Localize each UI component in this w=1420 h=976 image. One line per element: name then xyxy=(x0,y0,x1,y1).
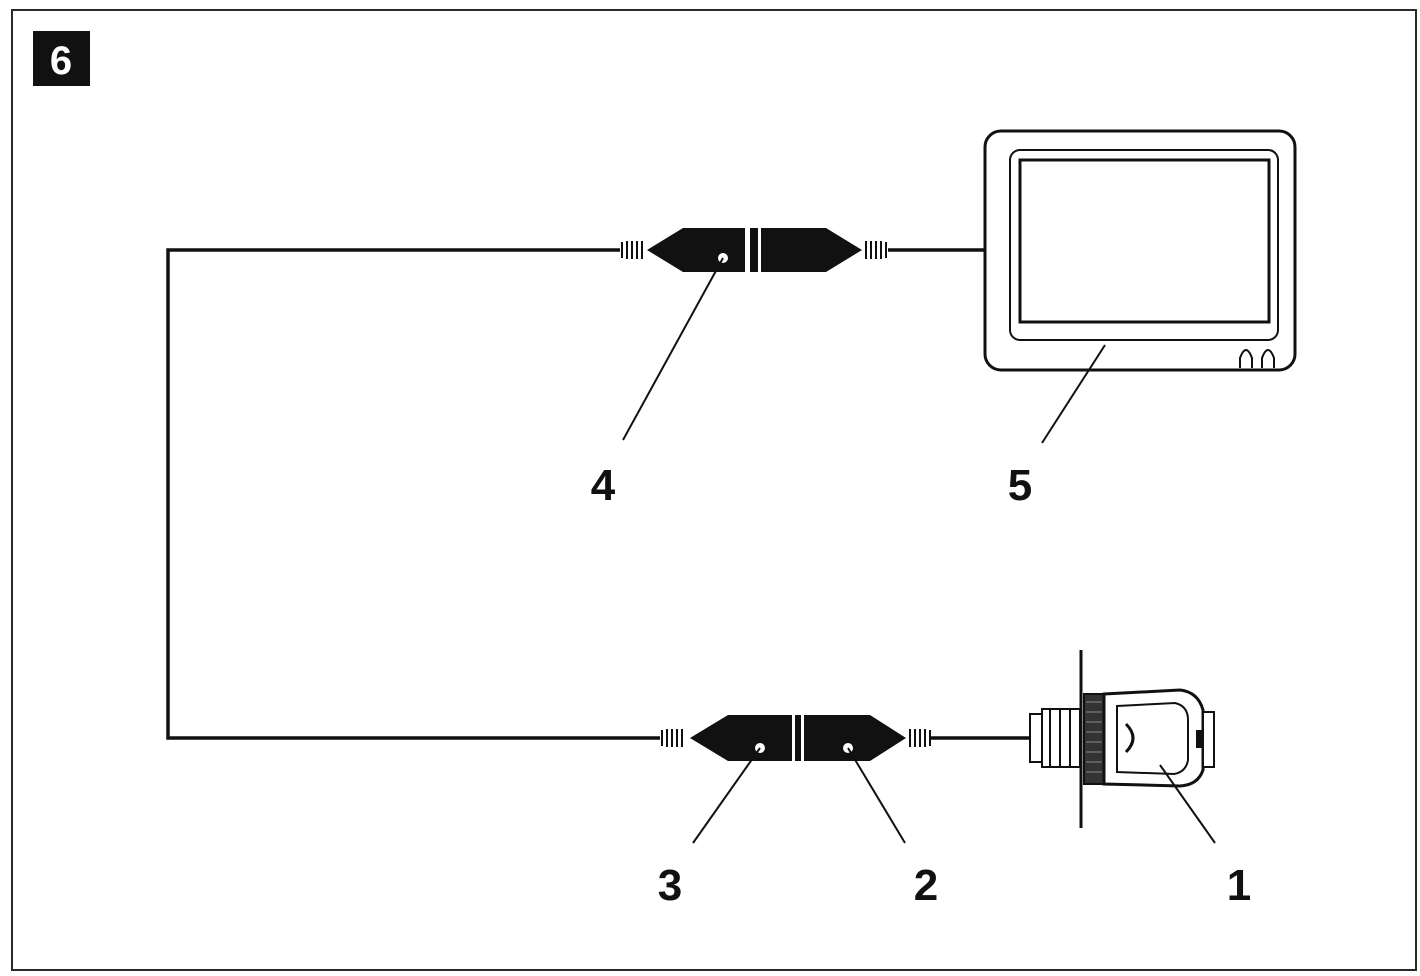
callout-5: 5 xyxy=(1008,461,1032,510)
upper-connector-icon xyxy=(621,227,887,273)
cable xyxy=(166,248,1030,740)
lower-connector-icon xyxy=(661,714,931,762)
figure-number-badge: 6 xyxy=(33,31,90,86)
monitor-icon xyxy=(983,129,1297,372)
callout-3: 3 xyxy=(658,861,682,910)
leader-lines xyxy=(622,257,1216,844)
callout-1: 1 xyxy=(1227,861,1251,910)
figure-frame xyxy=(11,9,1417,971)
rear-camera-icon xyxy=(1029,650,1215,828)
callout-4: 4 xyxy=(591,461,616,510)
figure-number: 6 xyxy=(50,39,72,83)
callout-2: 2 xyxy=(914,861,938,910)
